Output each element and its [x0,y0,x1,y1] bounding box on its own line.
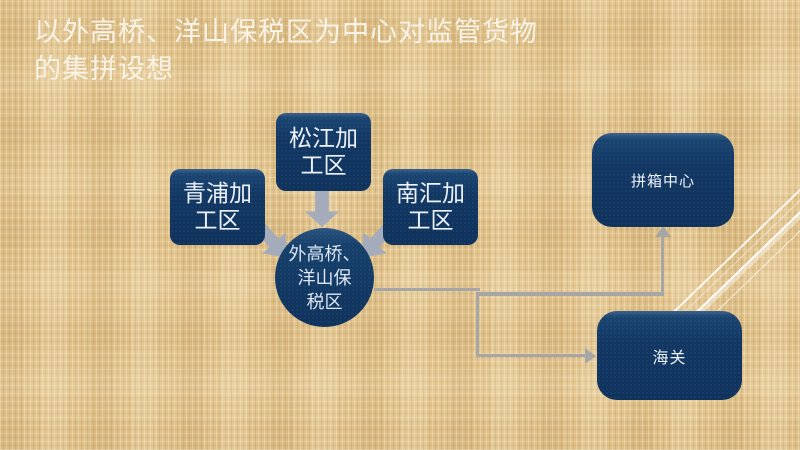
connector-hub-to-branch-horizontal [374,288,480,291]
connector-vertical-to-consolidation [661,235,664,295]
connector-branch-to-right-horizontal [476,292,664,296]
box-consolidation-center-label: 拼箱中心 [630,172,695,190]
box-customs-label: 海关 [652,349,687,367]
box-songjiang-label-line2: 工区 [300,152,347,178]
page-title-line1: 以外高桥、洋山保税区为中心对监管货物 [34,17,538,47]
hub-circle-waigaoqiao-yangshan: 外高桥、 洋山保 税区 [275,228,374,327]
page-title-line2: 的集拼设想 [34,54,174,84]
connector-branch-vertical-down [476,292,479,356]
box-qingpu-label-line2: 工区 [194,207,241,233]
block-arrow-songjiang-to-hub-icon [305,190,339,227]
box-songjiang-processing-zone: 松江加 工区 [276,113,371,191]
hub-label-line3: 税区 [306,291,343,312]
page-title: 以外高桥、洋山保税区为中心对监管货物 的集拼设想 [34,14,654,88]
box-nanhui-label-line1: 南汇加 [396,180,465,206]
box-qingpu-processing-zone: 青浦加 工区 [170,169,265,245]
box-nanhui-processing-zone: 南汇加 工区 [383,169,478,245]
hub-label-line2: 洋山保 [297,267,352,288]
box-consolidation-center: 拼箱中心 [592,133,734,227]
box-songjiang-label-line1: 松江加 [289,125,358,151]
box-qingpu-label-line1: 青浦加 [183,180,252,206]
box-nanhui-label-line2: 工区 [407,207,454,233]
arrowhead-up-icon [655,226,671,237]
box-customs: 海关 [597,311,742,400]
arrowhead-right-icon [585,348,596,364]
hub-label-line1: 外高桥、 [288,243,361,264]
connector-to-customs-horizontal [476,354,586,357]
